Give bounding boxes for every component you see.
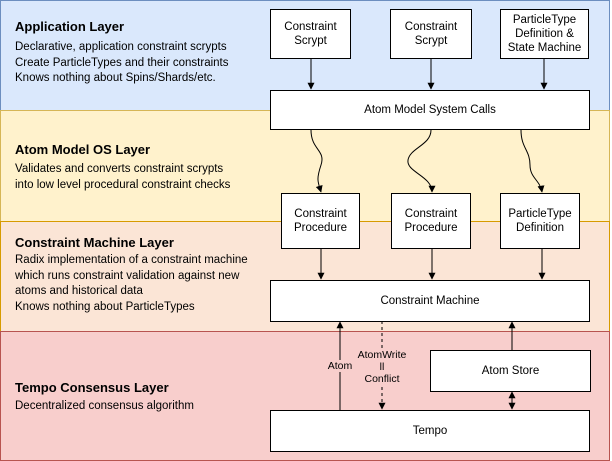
constraint-procedure-box-2: Constraint Procedure [391, 193, 471, 249]
constraint-scrypt-box-2: Constraint Scrypt [390, 9, 472, 59]
description-line: Knows nothing about Spins/Shards/etc. [15, 72, 216, 84]
particle-type-definition-box: ParticleType Definition [500, 193, 580, 249]
particle-type-definition-state-machine-box: ParticleType Definition & State Machine [500, 9, 589, 59]
arrow-syscalls-to-ptdefinition [520, 129, 545, 193]
layer-title: Application Layer [15, 19, 125, 34]
description-line: which runs constraint validation against… [15, 269, 240, 282]
atom-store-box: Atom Store [430, 350, 591, 392]
layer-description: Validates and converts constraint scrypt… [15, 162, 230, 193]
arrow-syscalls-to-procedure1 [310, 129, 323, 193]
edge-label-atom: Atom [326, 360, 354, 372]
constraint-scrypt-box-1: Constraint Scrypt [270, 9, 351, 59]
atom-model-system-calls-box: Atom Model System Calls [270, 90, 590, 130]
arrow-syscalls-to-procedure2 [407, 129, 436, 193]
layer-description: Radix implementation of a constraint mac… [15, 253, 248, 315]
tempo-box: Tempo [270, 410, 590, 452]
description-line: atoms and historical data [15, 285, 143, 297]
description-line: Create ParticleTypes and their constrain… [15, 56, 229, 69]
description-line: into low level procedural constraint che… [15, 178, 231, 191]
description-line: Radix implementation of a constraint mac… [15, 254, 248, 266]
description-line: Declarative, application constraint scry… [15, 41, 227, 53]
constraint-procedure-box-1: Constraint Procedure [281, 193, 360, 249]
layer-title: Constraint Machine Layer [15, 235, 174, 250]
layer-description: Decentralized consensus algorithm [15, 399, 194, 415]
description-line: Knows nothing about ParticleTypes [15, 300, 195, 313]
layer-description: Declarative, application constraint scry… [15, 40, 229, 87]
edge-label-atom-write-conflict: AtomWrite ll Conflict [356, 349, 408, 385]
layer-title: Atom Model OS Layer [15, 142, 151, 157]
layer-title: Tempo Consensus Layer [15, 380, 169, 395]
description-line: Decentralized consensus algorithm [15, 400, 194, 412]
constraint-machine-box: Constraint Machine [270, 280, 590, 322]
description-line: Validates and converts constraint scrypt… [15, 163, 224, 175]
